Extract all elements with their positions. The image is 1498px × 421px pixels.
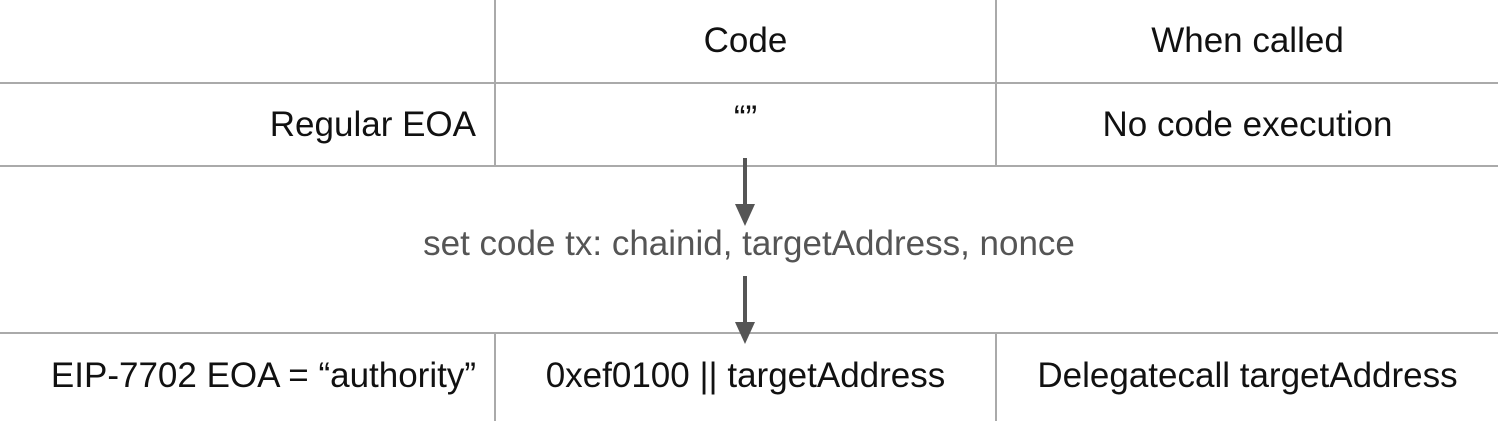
column-divider-1-upper [494,0,496,166]
column-divider-1-lower [494,332,496,421]
cell-regular-eoa-when-called: No code execution [1102,104,1393,144]
column-header-when-called: When called [1151,21,1344,60]
column-header-code: Code [703,21,788,60]
column-divider-2-lower [995,332,997,421]
row-label-eip7702-eoa: EIP-7702 EOA = “authority” [50,356,476,395]
down-arrow-icon [733,276,757,346]
row-label-regular-eoa: Regular EOA [269,104,476,144]
column-divider-2-upper [995,0,997,166]
cell-eip7702-eoa-code: 0xef0100 || targetAddress [545,356,946,395]
set-code-transaction-label: set code tx: chainid, targetAddress, non… [423,224,1075,263]
row-divider-top [0,165,1498,167]
down-arrow-icon [733,158,757,228]
header-divider [0,82,1498,84]
cell-regular-eoa-code: “” [733,99,758,138]
cell-eip7702-eoa-when-called: Delegatecall targetAddress [1037,356,1458,395]
